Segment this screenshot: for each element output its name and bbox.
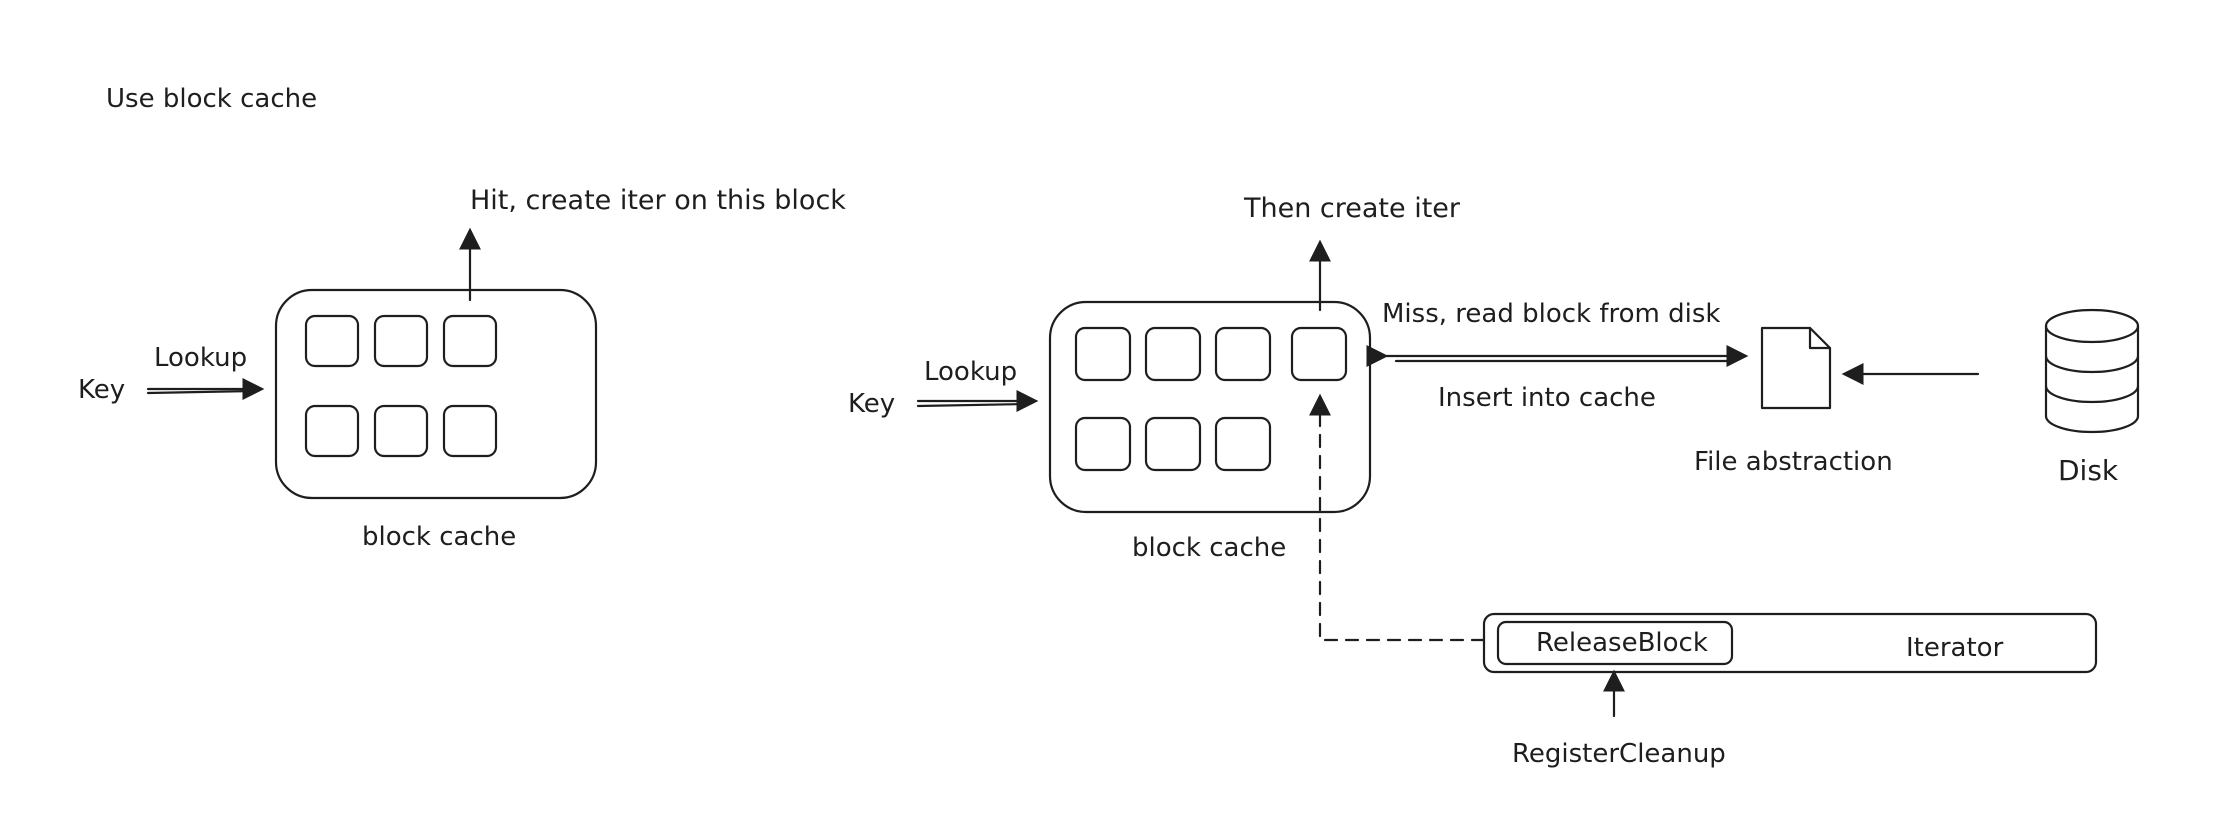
right-key-label: Key [848,389,895,419]
right-miss-label: Miss, read block from disk [1382,299,1720,329]
iterator-bar [1482,612,2098,674]
disk-icon [2044,308,2140,434]
left-hit-label: Hit, create iter on this block [470,185,846,216]
left-cache-block [304,404,360,458]
left-key-label: Key [78,375,125,405]
left-cache-block [442,404,498,458]
right-insert-label: Insert into cache [1438,383,1656,413]
right-cache-block [1074,326,1132,382]
iterator-label: Iterator [1906,633,2004,663]
right-lookup-label: Lookup [924,357,1017,387]
right-miss-scenario: Key Lookup Then create iter Miss, read b… [848,193,2140,769]
right-cache-label: block cache [1132,533,1286,563]
right-then-label: Then create iter [1243,193,1461,224]
left-hit-block [442,314,498,368]
release-dashed-path [1309,393,1486,642]
left-cache-block [304,314,360,368]
left-cache-block [373,314,429,368]
left-cache-block [373,404,429,458]
right-miss-block [1290,326,1348,382]
file-abstraction-label: File abstraction [1694,447,1893,477]
right-cache-block [1144,416,1202,472]
right-cache-block [1214,326,1272,382]
left-hit-scenario: Key Lookup Hit, create iter on this bloc… [78,185,846,552]
left-lookup-arrow-double [146,389,254,395]
right-cache-block [1214,416,1272,472]
disk-label: Disk [2058,454,2119,487]
register-cleanup-label: RegisterCleanup [1512,739,1726,769]
release-block-label: ReleaseBlock [1536,628,1708,658]
right-lookup-arrow-double [916,402,1028,408]
diagram-title: Use block cache [106,84,317,114]
right-block-cache [1048,300,1372,514]
file-icon [1760,326,1832,410]
right-cache-block [1074,416,1132,472]
release-block-box [1496,620,1734,666]
right-cache-block [1144,326,1202,382]
left-lookup-label: Lookup [154,343,247,373]
left-cache-label: block cache [362,522,516,552]
left-block-cache [274,288,598,500]
